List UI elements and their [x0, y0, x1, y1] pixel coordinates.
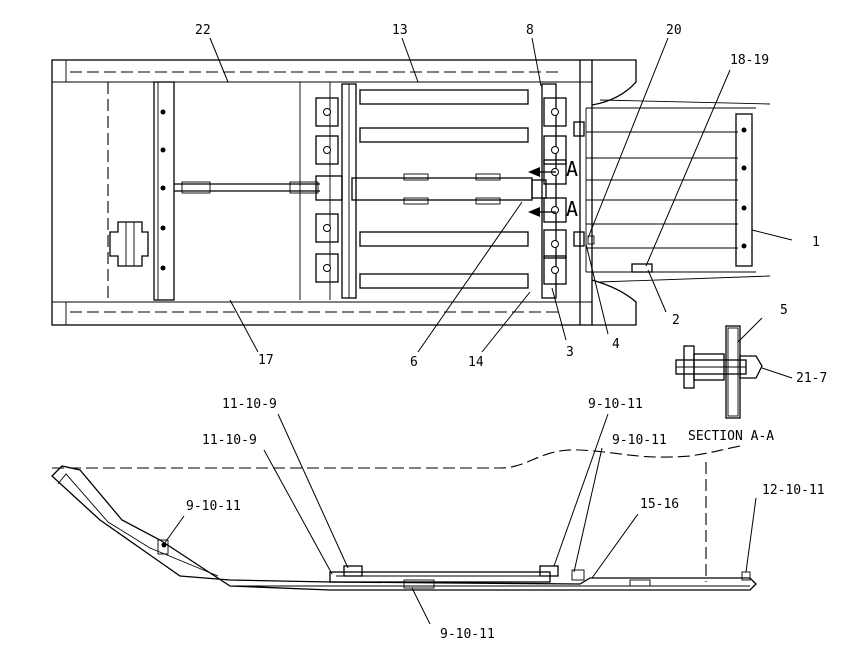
section-label: SECTION A-A	[688, 429, 774, 444]
callout-14: 14	[468, 355, 484, 370]
side-view	[51, 445, 757, 591]
callout-8: 8	[526, 23, 534, 38]
callout-11-10-9-upper: 11-10-9	[222, 397, 277, 412]
callout-9-10-11-left: 9-10-11	[186, 499, 241, 514]
callout-20: 20	[666, 23, 682, 38]
callout-labels: 22 13 8 20 18-19 1 5 21-7 2 4 3 14 6 17 …	[186, 23, 827, 642]
leader-lines	[163, 37, 793, 625]
callout-9-10-11-top: 9-10-11	[588, 397, 643, 412]
callout-9-10-11-mid: 9-10-11	[612, 433, 667, 448]
callout-9-10-11-bottom: 9-10-11	[440, 627, 495, 642]
callout-6: 6	[410, 355, 418, 370]
section-marker-top: A	[566, 157, 578, 181]
callout-12-10-11: 12-10-11	[762, 483, 825, 498]
section-a-a-view	[675, 325, 763, 419]
callout-4: 4	[612, 337, 620, 352]
callout-2: 2	[672, 313, 680, 328]
callout-11-10-9-lower: 11-10-9	[202, 433, 257, 448]
callout-5: 5	[780, 303, 788, 318]
section-marker-bottom: A	[566, 197, 578, 221]
callout-1: 1	[812, 235, 820, 250]
callout-21-7: 21-7	[796, 371, 827, 386]
left-bracket-column	[315, 97, 343, 283]
callout-17: 17	[258, 353, 274, 368]
callout-13: 13	[392, 23, 408, 38]
callout-18-19: 18-19	[730, 53, 769, 68]
top-view: A A	[51, 59, 771, 326]
callout-15-16: 15-16	[640, 497, 679, 512]
callout-3: 3	[566, 345, 574, 360]
right-bracket-column	[541, 83, 567, 299]
callout-22: 22	[195, 23, 211, 38]
